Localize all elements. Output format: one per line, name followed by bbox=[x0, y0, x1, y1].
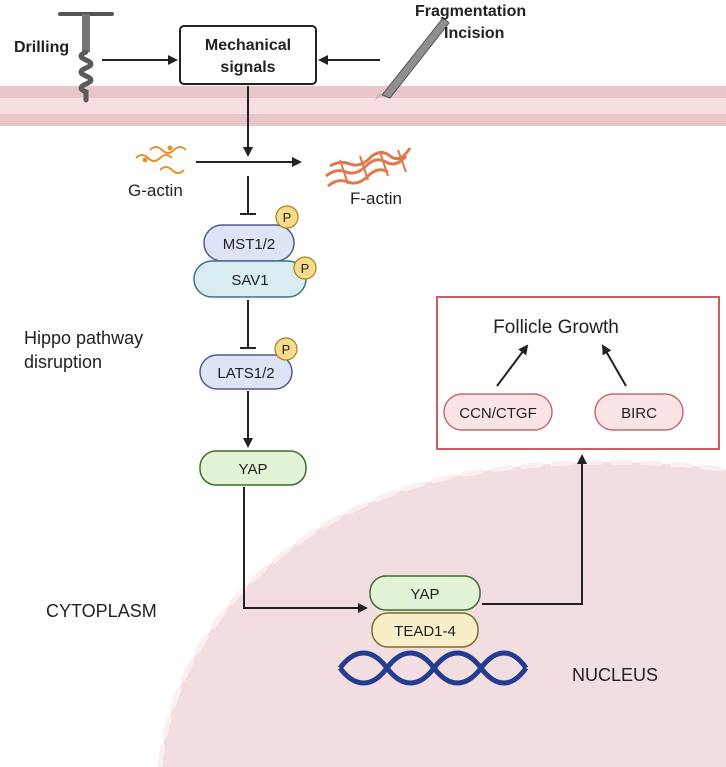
hippo-disruption-line1: Hippo pathway bbox=[24, 328, 143, 348]
f-actin-icon bbox=[325, 147, 412, 188]
mst12-node: MST1/2 bbox=[203, 224, 295, 262]
sav1-label: SAV1 bbox=[231, 272, 268, 289]
tead14-label: TEAD1-4 bbox=[394, 623, 456, 640]
follicle-growth-box: Follicle Growth CCN/CTGF BIRC bbox=[436, 296, 720, 450]
cell-membrane bbox=[0, 86, 726, 126]
sav1-node: SAV1 bbox=[193, 260, 307, 298]
lats-phospho-badge: P bbox=[274, 337, 298, 361]
tead14-node: TEAD1-4 bbox=[371, 612, 479, 648]
arrow-to-follicle-box bbox=[482, 454, 587, 605]
membrane-inner-band bbox=[0, 98, 726, 114]
follicle-growth-label: Follicle Growth bbox=[493, 317, 619, 338]
incision-label: Incision bbox=[444, 25, 504, 42]
cytoplasm-label: CYTOPLASM bbox=[46, 601, 157, 621]
scalpel-icon bbox=[375, 17, 450, 100]
nucleus-envelope-pores bbox=[157, 459, 726, 767]
birc-label: BIRC bbox=[621, 405, 657, 422]
mst-phospho-badge: P bbox=[275, 205, 299, 229]
arrow-yap-to-nucleus bbox=[243, 487, 368, 613]
drill-icon bbox=[58, 12, 114, 103]
yap-nucleus-node: YAP bbox=[369, 575, 481, 611]
lats12-label: LATS1/2 bbox=[217, 365, 274, 382]
g-actin-label: G-actin bbox=[128, 181, 183, 200]
hippo-disruption-line2: disruption bbox=[24, 352, 102, 372]
mst12-label: MST1/2 bbox=[223, 236, 276, 253]
yap-cytoplasm-node: YAP bbox=[199, 450, 307, 486]
ccn-ctgf-label: CCN/CTGF bbox=[459, 405, 537, 422]
birc-node: BIRC bbox=[594, 393, 684, 431]
g-actin-icon bbox=[135, 145, 187, 174]
mechanical-signals-line2: signals bbox=[220, 59, 275, 76]
yap-cytoplasm-label: YAP bbox=[239, 461, 268, 478]
ccn-ctgf-node: CCN/CTGF bbox=[443, 393, 553, 431]
fragmentation-label: Fragmentation bbox=[415, 3, 526, 20]
mechanical-signals-box: Mechanical signals bbox=[179, 25, 317, 85]
nucleus-label: NUCLEUS bbox=[572, 665, 658, 685]
svg-text:P: P bbox=[283, 210, 292, 225]
sav-phospho-badge: P bbox=[293, 256, 317, 280]
f-actin-label: F-actin bbox=[350, 189, 402, 208]
svg-text:P: P bbox=[282, 342, 291, 357]
svg-text:P: P bbox=[301, 261, 310, 276]
lats12-node: LATS1/2 bbox=[199, 354, 293, 390]
mechanical-signals-line1: Mechanical bbox=[205, 37, 291, 54]
drilling-label: Drilling bbox=[14, 39, 69, 56]
dna-helix-icon bbox=[338, 650, 529, 686]
yap-nucleus-label: YAP bbox=[411, 586, 440, 603]
